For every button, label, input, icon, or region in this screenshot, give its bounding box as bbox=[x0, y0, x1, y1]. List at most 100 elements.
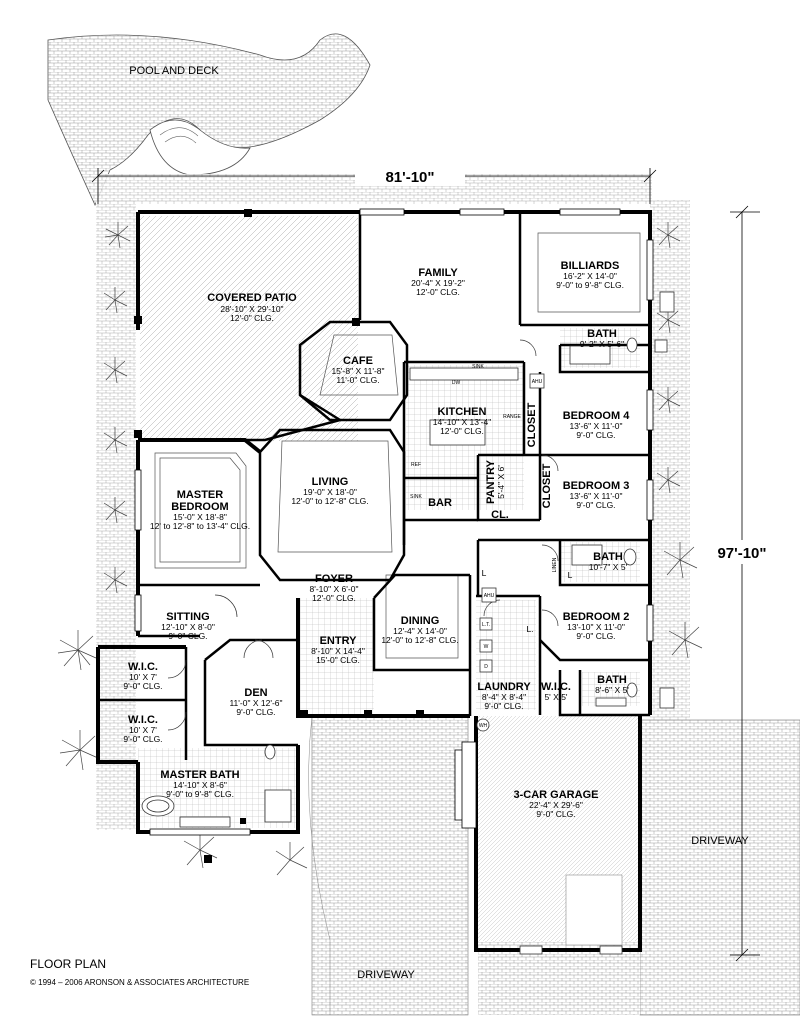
sink-label-kitchen: SINK bbox=[472, 364, 484, 370]
sink-label-bar: SINK bbox=[410, 494, 422, 500]
svg-text:12'-10" X 8'-0": 12'-10" X 8'-0" bbox=[161, 622, 215, 632]
shrub bbox=[663, 542, 698, 579]
svg-text:15'-8" X 11'-8": 15'-8" X 11'-8" bbox=[331, 366, 384, 376]
svg-text:COVERED PATIO: COVERED PATIO bbox=[207, 292, 297, 304]
svg-text:BATH: BATH bbox=[587, 328, 617, 340]
bar-label: BAR bbox=[428, 497, 452, 509]
bath-low-label: BATH 8'-6" X 5' bbox=[595, 674, 629, 695]
water-heater bbox=[476, 718, 490, 732]
side-unit bbox=[659, 687, 675, 709]
svg-text:9'-0" CLG.: 9'-0" CLG. bbox=[576, 500, 615, 510]
svg-text:9'-0" CLG.: 9'-0" CLG. bbox=[236, 707, 275, 717]
plan-title: FLOOR PLAN bbox=[30, 957, 106, 971]
vanity-bath-low bbox=[595, 697, 627, 707]
svg-text:FOYER: FOYER bbox=[315, 573, 353, 585]
svg-text:12' to 12'-8" to 13'-4" CLG.: 12' to 12'-8" to 13'-4" CLG. bbox=[150, 521, 250, 531]
svg-text:BEDROOM: BEDROOM bbox=[171, 501, 228, 513]
svg-text:KITCHEN: KITCHEN bbox=[438, 406, 487, 418]
garage-door-1 bbox=[519, 945, 543, 955]
shrub bbox=[668, 622, 703, 659]
svg-text:SITTING: SITTING bbox=[166, 611, 209, 623]
driveway-bottom-label: DRIVEWAY bbox=[357, 969, 415, 981]
title-block: FLOOR PLAN © 1994 – 2006 ARONSON & ASSOC… bbox=[30, 957, 249, 987]
outdoor-labels: POOL AND DECK DRIVEWAY DRIVEWAY bbox=[129, 65, 749, 981]
svg-text:LAUNDRY: LAUNDRY bbox=[477, 681, 531, 693]
pool-label: POOL AND DECK bbox=[129, 65, 219, 77]
svg-text:13'-6" X 11'-0": 13'-6" X 11'-0" bbox=[569, 491, 622, 501]
svg-text:8'-6" X 5': 8'-6" X 5' bbox=[595, 685, 629, 695]
shrub bbox=[656, 222, 681, 249]
wic-1-label: W.I.C. 10' X 7' 9'-0" CLG. bbox=[123, 661, 162, 691]
svg-text:9'-0" to 9'-8" CLG.: 9'-0" to 9'-8" CLG. bbox=[166, 789, 234, 799]
copyright-note: © 1994 – 2006 ARONSON & ASSOCIATES ARCHI… bbox=[30, 978, 249, 987]
wic-3-label: W.I.C. 5' X 5' bbox=[541, 681, 571, 702]
svg-text:28'-10" X 29'-10": 28'-10" X 29'-10" bbox=[220, 304, 283, 314]
svg-text:CAFE: CAFE bbox=[343, 355, 373, 367]
den-label: DEN 11'-0" X 12'-6" 9'-0" CLG. bbox=[229, 687, 282, 717]
svg-text:BEDROOM 3: BEDROOM 3 bbox=[563, 480, 630, 492]
svg-text:22'-4" X 29'-6": 22'-4" X 29'-6" bbox=[529, 800, 583, 810]
svg-text:8'-10" X 6'-0": 8'-10" X 6'-0" bbox=[310, 584, 359, 594]
svg-text:DINING: DINING bbox=[401, 615, 440, 627]
svg-text:LIVING: LIVING bbox=[312, 476, 349, 488]
svg-text:W.I.C.: W.I.C. bbox=[128, 661, 158, 673]
lt-label: L.T. bbox=[482, 622, 490, 628]
garage-door-2 bbox=[599, 945, 623, 955]
svg-text:12'-0" to 12'-8" CLG.: 12'-0" to 12'-8" CLG. bbox=[381, 635, 458, 645]
shrub bbox=[57, 630, 97, 671]
ahu-box-upper bbox=[529, 373, 545, 389]
columns bbox=[134, 209, 424, 863]
kitchen-label: KITCHEN 14'-10" X 13'-4" 12'-0" CLG. bbox=[433, 406, 491, 436]
svg-text:8'-4" X 8'-4": 8'-4" X 8'-4" bbox=[482, 692, 526, 702]
svg-text:10'-7" X 5': 10'-7" X 5' bbox=[589, 562, 628, 572]
dryer-box bbox=[479, 659, 493, 673]
patio-floor bbox=[140, 216, 358, 441]
svg-text:DEN: DEN bbox=[244, 687, 267, 699]
svg-text:13'-10" X 11'-0": 13'-10" X 11'-0" bbox=[567, 622, 625, 632]
shrub bbox=[103, 427, 128, 454]
driveway-right-label: DRIVEWAY bbox=[691, 835, 749, 847]
tub-bath-mid bbox=[571, 544, 603, 566]
lt-box bbox=[479, 617, 493, 631]
shrub bbox=[656, 467, 681, 494]
svg-text:9'-0" CLG.: 9'-0" CLG. bbox=[576, 631, 615, 641]
interior-walls bbox=[98, 212, 650, 760]
overall-width-label: 81'-10" bbox=[385, 169, 434, 186]
svg-text:9'-0" CLG.: 9'-0" CLG. bbox=[576, 430, 615, 440]
svg-text:9'-0" CLG.: 9'-0" CLG. bbox=[484, 701, 523, 711]
svg-text:12'-0" CLG.: 12'-0" CLG. bbox=[416, 287, 460, 297]
toilet-bath-mid bbox=[623, 548, 637, 566]
svg-text:10' X 7': 10' X 7' bbox=[129, 725, 157, 735]
vanity-master bbox=[179, 816, 231, 828]
svg-text:9'-0" CLG.: 9'-0" CLG. bbox=[536, 809, 575, 819]
svg-text:W.I.C.: W.I.C. bbox=[128, 714, 158, 726]
fixture-labels: AHU AHU DW SINK RANGE REF SINK LINEN L L… bbox=[410, 364, 572, 729]
pool-shape bbox=[149, 119, 251, 176]
plumbing-fixtures bbox=[141, 291, 675, 955]
linen-label: LINEN bbox=[552, 557, 558, 572]
closet-b-label: CLOSET bbox=[541, 463, 553, 508]
svg-text:W.I.C.: W.I.C. bbox=[541, 681, 571, 693]
closet-a-label: CLOSET bbox=[526, 402, 538, 447]
side-unit bbox=[659, 291, 675, 313]
garage-floor-lower bbox=[565, 874, 623, 946]
garage-label: 3-CAR GARAGE 22'-4" X 29'-6" 9'-0" CLG. bbox=[514, 789, 599, 819]
svg-text:5' X 5': 5' X 5' bbox=[544, 692, 567, 702]
cafe-label: CAFE 15'-8" X 11'-8" 11'-0" CLG. bbox=[331, 355, 384, 385]
svg-text:BATH: BATH bbox=[593, 551, 623, 563]
wh-label: WH bbox=[479, 723, 488, 729]
side-walk-right bbox=[650, 200, 690, 720]
shrub bbox=[275, 842, 308, 876]
landscape-shrubs bbox=[57, 222, 703, 876]
pool-deck-area bbox=[47, 33, 371, 206]
svg-text:15'-0" X 18'-8": 15'-0" X 18'-8" bbox=[173, 512, 227, 522]
door-swings bbox=[167, 339, 559, 731]
laundry-label: LAUNDRY 8'-4" X 8'-4" 9'-0" CLG. bbox=[477, 681, 531, 711]
svg-text:12'-0" CLG.: 12'-0" CLG. bbox=[230, 313, 274, 323]
svg-text:9'-0" to 9'-8" CLG.: 9'-0" to 9'-8" CLG. bbox=[556, 280, 624, 290]
ahu-label-upper: AHU bbox=[532, 379, 543, 385]
toilet-bath-upper bbox=[626, 337, 638, 353]
living-label: LIVING 19'-0" X 18'-0" 12'-0" to 12'-8" … bbox=[291, 476, 368, 506]
d-label: D bbox=[484, 664, 488, 670]
